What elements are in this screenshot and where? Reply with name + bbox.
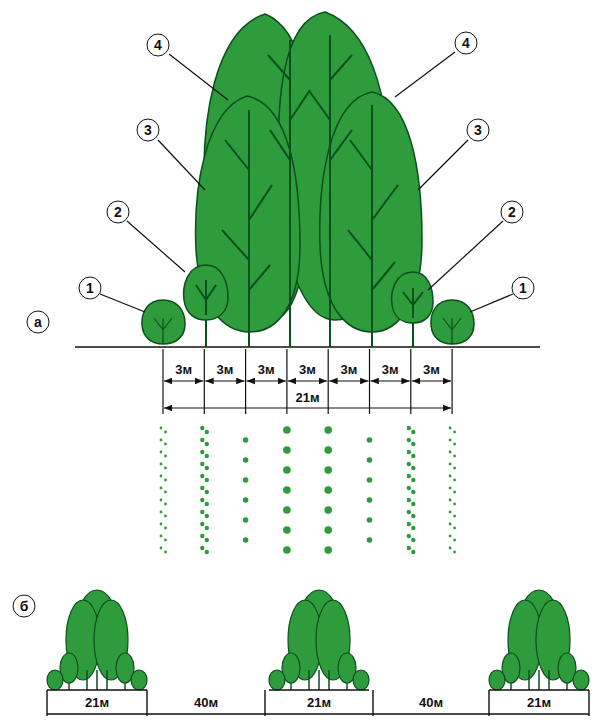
callout-number: 3	[467, 119, 490, 142]
callout-number: 2	[501, 201, 524, 224]
callout-number: 4	[455, 32, 478, 55]
dimension-label: 3м	[216, 362, 235, 377]
dimension-label: 3м	[298, 362, 317, 377]
dimension-label: 21м	[84, 695, 110, 710]
extension-line	[286, 349, 287, 414]
callout-number: 3	[137, 119, 160, 142]
dimension-arrow	[164, 407, 451, 408]
dimension-arrow	[371, 380, 410, 381]
callout-number: б	[13, 595, 36, 618]
leader-lines	[100, 52, 513, 312]
dimension-label: 3м	[381, 362, 400, 377]
callout-number: 2	[107, 201, 130, 224]
extension-line	[410, 349, 411, 414]
extension-line	[245, 349, 246, 414]
dimension-arrow	[205, 380, 244, 381]
extension-line	[369, 349, 370, 414]
dimension-label: 21м	[526, 695, 552, 710]
dimension-lines	[163, 349, 452, 414]
dimension-label: 21м	[306, 695, 332, 710]
dimension-label: 3м	[174, 362, 193, 377]
dimension-label: 40м	[418, 695, 444, 710]
dimension-arrow	[329, 380, 368, 381]
dimension-label: 21м	[295, 390, 321, 405]
spacing-bar	[47, 690, 589, 716]
callout-number: 1	[79, 277, 102, 300]
callout-number: 4	[147, 34, 170, 57]
extension-line	[162, 349, 163, 414]
extension-line	[328, 349, 329, 414]
callout-number: 1	[512, 277, 535, 300]
tree-crowns	[196, 12, 422, 332]
dimension-label: 3м	[257, 362, 276, 377]
dimension-label: 40м	[193, 695, 219, 710]
dimension-arrow	[164, 380, 203, 381]
dimension-label: 3м	[422, 362, 441, 377]
dimension-label: 3м	[339, 362, 358, 377]
extension-line	[204, 349, 205, 414]
callout-number: а	[27, 311, 50, 334]
dimension-arrow	[412, 380, 451, 381]
plan-view-dots	[160, 426, 456, 554]
tree-trunks	[222, 35, 398, 347]
dimension-arrow	[288, 380, 327, 381]
extension-line	[452, 349, 453, 414]
dimension-arrow	[247, 380, 286, 381]
